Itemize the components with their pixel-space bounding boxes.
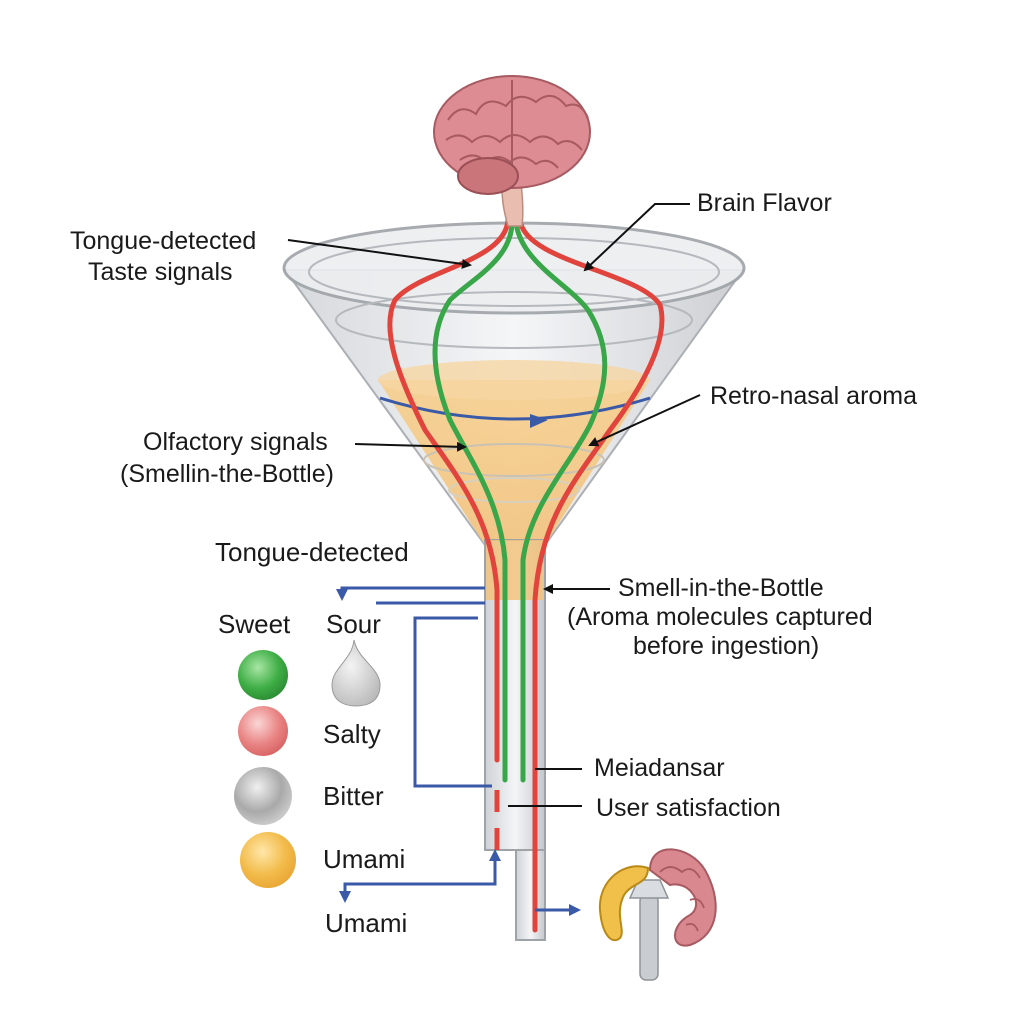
taste-label-salty: Salty [323,719,381,749]
flow-loop [413,616,492,788]
taste-label-bitter: Bitter [323,781,384,811]
funnel-liquid-surface [378,360,650,400]
aroma-swirl-arrowhead [530,414,548,428]
label-user-satisfaction: User satisfaction [596,794,781,822]
funnel-rim [282,221,746,315]
taste-signal-line-left [387,217,511,763]
funnel-liquid [378,380,650,545]
arrow-retro-nasal [588,394,701,447]
funnel-ring-3 [448,477,580,503]
label-tongue-detected: Tongue-detected [215,537,409,567]
label-retro-nasal: Retro-nasal aroma [710,382,918,410]
label-olfactory-1: Olfactory signals [143,428,328,456]
arrow-olfactory [354,441,467,452]
sweet-sphere-icon [238,650,288,700]
label-smell-bottle-3: before ingestion) [633,632,820,660]
taste-label-umami-bottom: Umami [325,908,408,938]
taste-label-umami: Umami [323,844,406,874]
label-brain-flavor: Brain Flavor [697,189,832,217]
funnel-ring-1 [335,291,693,349]
label-olfactory-2: (Smellin-the-Bottle) [120,460,334,488]
taste-signal-line-right [517,217,665,933]
label-tongue-taste-1: Tongue-detected [70,227,257,255]
funnel-stem-tip [515,849,546,941]
label-smell-bottle-2: (Aroma molecules captured [567,603,873,631]
funnel-ring-2 [423,443,605,477]
brain-top-icon [433,75,591,195]
stomach-brain-icon [598,848,717,981]
umami-sphere-icon [240,832,296,888]
bitter-sphere-icon [234,767,292,825]
olfactory-signal-line-left [432,219,515,783]
flow-arrow-top [336,586,485,601]
arrow-brain-flavor [583,203,690,272]
label-meiadansar: Meiadansar [594,754,725,782]
taste-label-sweet: Sweet [218,609,291,639]
salty-sphere-icon [238,706,288,756]
taste-label-sour: Sour [326,609,381,639]
sour-drop-icon [331,639,381,707]
label-tongue-taste-2: Taste signals [88,258,233,286]
olfactory-signal-line-right [513,219,608,783]
funnel-rim-inner [308,237,720,307]
label-smell-bottle-1: Smell-in-the-Bottle [618,574,824,602]
arrow-tongue-taste [287,239,472,269]
